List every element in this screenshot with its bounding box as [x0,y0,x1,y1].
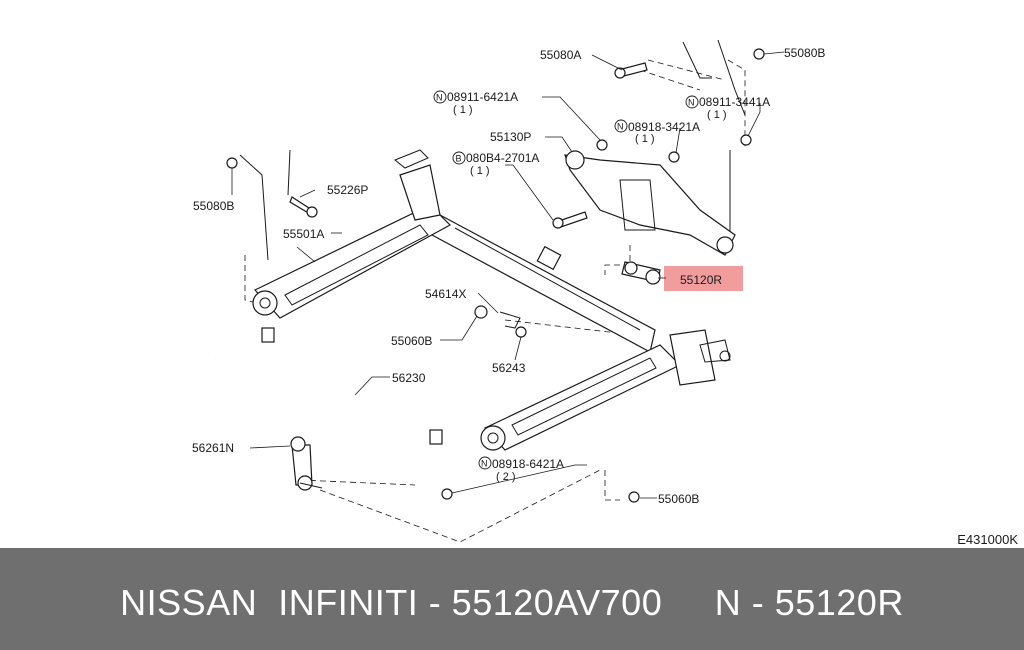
qty-08911-6421A: ( 1 ) [453,104,473,116]
body-frame-lines [239,39,746,543]
qty-080B4-2701A: ( 1 ) [470,165,490,177]
label-08911-6421A: 08911-6421A [447,90,518,104]
label-080B4-2701A: 080B4-2701A [466,151,539,165]
stabilizer-bar [214,327,458,491]
b-circle-080B4-2701A [452,151,466,165]
suspension-parts-diagram: 55080A 55080B N 08911-6421A ( 1 ) N 0891… [192,39,825,543]
hardware [226,48,765,503]
diagram-code: E431000K [957,532,1018,547]
label-55080B-top: 55080B [784,46,825,60]
label-55060B-bottom: 55060B [658,492,699,506]
label-55080B-left: 55080B [193,199,234,213]
torsion-beam [431,214,656,353]
leader-lines [231,51,785,499]
n-circle-08911-6421A [433,90,447,104]
qty-08918-6421A: ( 2 ) [496,471,516,483]
left-trailing-arm [252,149,451,319]
stabilizer-link [290,436,323,491]
label-08918-3421A: 08918-3421A [628,120,700,134]
right-trailing-arm [480,329,731,451]
label-55060B-mid: 55060B [391,334,432,348]
label-54614X: 54614X [425,287,466,301]
label-08918-6421A: 08918-6421A [492,457,564,471]
label-55226P: 55226P [327,183,368,197]
svg-text:N: N [688,98,695,108]
part-labels: 55080A 55080B N 08911-6421A ( 1 ) N 0891… [192,46,825,506]
svg-text:N: N [436,93,443,103]
label-56261N: 56261N [192,441,234,455]
subframe-bracket [564,150,736,256]
n-circle-08911-3441A [685,95,699,109]
label-56243: 56243 [492,361,526,375]
label-55130P: 55130P [490,130,531,144]
svg-text:B: B [456,154,462,164]
highlight-box [664,266,743,291]
qty-08911-3441A: ( 1 ) [707,109,727,121]
label-56230: 56230 [392,371,426,385]
label-55501A: 55501A [283,227,324,241]
n-circle-08918-6421A [478,456,492,470]
footer-banner: NISSAN INFINITI - 55120AV700 N - 55120R [0,548,1024,650]
lateral-link-55120R [621,261,661,285]
footer-caption: NISSAN INFINITI - 55120AV700 N - 55120R [120,582,904,623]
label-08911-3441A: 08911-3441A [699,95,770,109]
label-55080A: 55080A [540,48,581,62]
n-circle-08918-3421A [614,119,628,133]
svg-text:N: N [481,459,488,469]
qty-08918-3421A: ( 1 ) [635,133,655,145]
label-55120R: 55120R [680,273,722,287]
svg-text:N: N [617,122,624,132]
